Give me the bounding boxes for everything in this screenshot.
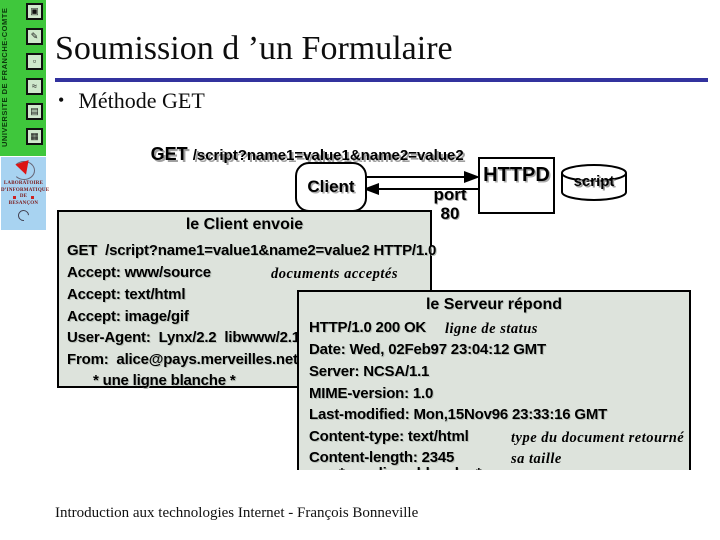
response-header-line: Date: Wed, 02Feb97 23:04:12 GMT [309,341,546,358]
response-header-line: HTTP/1.0 200 OK [309,319,427,336]
bullet-line: • Méthode GET [58,88,205,114]
blank-line-marker: * une ligne blanche * [339,465,482,470]
port-word: port [433,185,467,204]
lab-name-line: DE [1,194,46,201]
title-divider [55,78,708,82]
sa-taille-note: sa taille [511,451,562,467]
grid-icon-glyph: ▦ [30,131,39,141]
server-response-box: le Serveur répond HTTP/1.0 200 OK ligne … [297,290,691,470]
get-request-line: GET/script?name1=value1&name2=value2 [134,127,464,182]
sidebar-icon-column: ▣ ✎ ▫ ≈ ▤ ▦ [26,3,43,145]
checkbox-icon-glyph: ▫ [32,56,37,66]
request-header-line: GET /script?name1=value1&name2=value2 HT… [67,242,437,259]
lab-logo-box: LABORATOIRE D’INFORMATIQUE DE BESANÇON [1,157,50,230]
lab-name-line: D’INFORMATIQUE [1,187,50,193]
server-box-title: le Serveur répond [425,296,563,313]
response-header-line: MIME-version: 1.0 [309,385,434,402]
httpd-node: HTTPD [478,157,555,214]
red-square-icon [31,195,35,199]
httpd-node-label: HTTPD [483,164,550,186]
university-name: UNIVERSITE DE FRANCHE-COMTE [0,7,9,147]
client-node: Client [295,162,367,212]
request-header-line: Accept: www/source [67,264,211,281]
port-number: 80 [440,204,460,223]
bullet-marker: • [58,90,65,110]
response-header-line: Server: NCSA/1.1 [309,363,430,380]
pencil-icon-glyph: ✎ [30,31,39,41]
bird-ring-shape [12,161,35,180]
grid-icon: ▦ [26,128,43,145]
request-header-line: Accept: text/html [67,286,186,303]
response-header-line: Content-length: 2345 [309,449,455,466]
checkbox-icon: ▫ [26,53,43,70]
get-path: /script?name1=value1&name2=value2 [192,147,464,164]
response-header-line: Content-type: text/html [309,428,469,445]
lab-de-label: DE [19,194,28,199]
window-icon: ▣ [26,3,43,20]
window-icon-glyph: ▣ [30,6,39,16]
client-node-label: Client [307,177,355,196]
response-header-line: Last-modified: Mon,15Nov96 23:33:16 GMT [309,406,608,423]
signature-icon-glyph: ≈ [32,81,37,91]
port-80-label: port 80 [428,185,472,223]
ligne-de-status-note: ligne de status [445,321,538,337]
university-sidebar: UNIVERSITE DE FRANCHE-COMTE ▣ ✎ ▫ ≈ ▤ ▦ [0,0,46,156]
script-cylinder-icon [561,164,627,201]
request-header-line: From: alice@pays.merveilles.net [67,351,298,368]
blank-line-marker: * une ligne blanche * [93,372,236,389]
table-icon: ▤ [26,103,43,120]
page-title: Soumission d ’un Formulaire [55,30,453,67]
client-box-title: le Client envoie [185,216,304,233]
request-response-arrows [363,171,480,195]
lab-name-line: BESANÇON [8,200,39,206]
red-square-icon [12,195,16,199]
get-keyword: GET [150,144,188,164]
request-header-line: Accept: image/gif [67,308,189,325]
bullet-method-get: Méthode GET [78,88,205,113]
documents-acceptes-note: documents acceptés [271,266,398,282]
signature-icon: ≈ [26,78,43,95]
circle-arrow-icon [15,207,32,224]
lab-name-line: LABORATOIRE [3,181,44,186]
script-label: script [573,173,615,190]
table-icon-glyph: ▤ [30,106,39,116]
request-header-line: User-Agent: Lynx/2.2 libwww/2.14 [67,329,309,346]
pencil-icon: ✎ [26,28,43,45]
slide-footer: Introduction aux technologies Internet -… [55,505,419,521]
bird-logo-icon [12,160,35,180]
type-document-note: type du document retourné [511,430,685,446]
